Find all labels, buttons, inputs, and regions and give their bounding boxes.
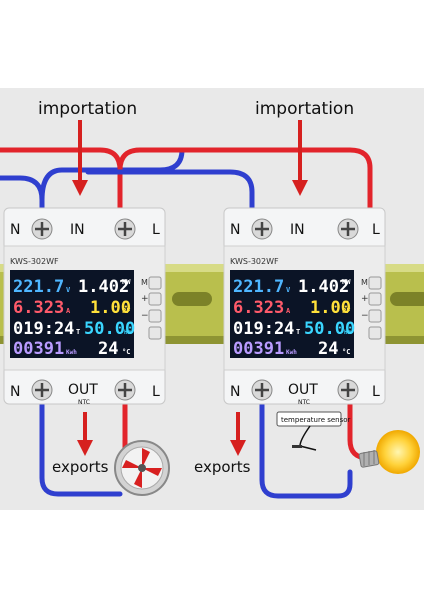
screw-icon: [114, 379, 136, 401]
voltage-value: 221.7: [13, 277, 64, 297]
power-button[interactable]: [148, 326, 162, 340]
power-unit: KW: [342, 278, 351, 286]
temp-value: 24: [318, 339, 338, 359]
freq-value: 50.00: [304, 319, 355, 339]
terminal-n-in: N: [10, 222, 20, 238]
screw-icon: [31, 218, 53, 240]
meter-right: N IN L KWS-302WF 221.7 V 1.402 KW 6.323 …: [223, 207, 386, 406]
terminal-n-in: N: [230, 222, 240, 238]
minus-button[interactable]: [148, 309, 162, 323]
terminal-l-in: L: [152, 222, 160, 238]
current-value: 6.323: [13, 298, 64, 318]
temperature-sensor: temperature sensor: [276, 411, 351, 451]
model-label: KWS-302WF: [230, 257, 279, 266]
screw-icon: [251, 218, 273, 240]
button-plus-label: +: [361, 294, 369, 304]
screw-icon: [114, 218, 136, 240]
button-m-label: M: [141, 278, 148, 287]
terminal-in-label: IN: [290, 222, 305, 238]
power-unit: KW: [122, 278, 131, 286]
ntc-label: NTC: [298, 399, 310, 406]
temp-unit: °C: [122, 348, 130, 356]
importation-label-left: importation: [38, 99, 137, 119]
importation-label-right: importation: [255, 99, 354, 119]
plus-button[interactable]: [148, 292, 162, 306]
model-label: KWS-302WF: [10, 257, 59, 266]
screw-icon: [337, 218, 359, 240]
input-wires: [0, 147, 373, 215]
ntc-label: NTC: [78, 399, 90, 406]
button-minus-label: −: [361, 311, 369, 321]
energy-unit: Kwh: [66, 349, 77, 356]
screw-icon: [31, 379, 53, 401]
meter-left: N IN L KWS-302WF 221.7 V 1.402 KW 6.323 …: [3, 207, 166, 406]
terminal-out-label: OUT: [288, 382, 318, 398]
power-button[interactable]: [368, 326, 382, 340]
time-value: 019:24: [233, 319, 294, 339]
side-buttons: M + −: [361, 276, 382, 340]
fan-icon: [114, 440, 170, 496]
mode-button[interactable]: [368, 276, 382, 290]
terminal-n-out: N: [10, 384, 20, 400]
current-unit: A: [66, 307, 71, 315]
sensor-label: temperature sensor: [281, 416, 351, 424]
energy-unit: Kwh: [286, 349, 297, 356]
voltage-unit: V: [286, 286, 291, 294]
temp-unit: °C: [342, 348, 350, 356]
terminal-n-out: N: [230, 384, 240, 400]
pf-value: 1.00: [90, 298, 131, 318]
side-buttons: M + −: [141, 276, 162, 340]
button-m-label: M: [361, 278, 368, 287]
mode-button[interactable]: [148, 276, 162, 290]
arrows: [72, 120, 308, 456]
energy-value: 00391: [13, 339, 64, 359]
freq-unit: Hz: [124, 329, 132, 336]
terminal-out-label: OUT: [68, 382, 98, 398]
screw-icon: [337, 379, 359, 401]
button-minus-label: −: [141, 311, 149, 321]
freq-unit: Hz: [344, 329, 352, 336]
terminal-in-label: IN: [70, 222, 85, 238]
terminal-l-out: L: [372, 384, 380, 400]
lcd-screen: [10, 270, 134, 358]
time-unit: T: [296, 328, 300, 336]
exports-label-left: exports: [52, 458, 109, 476]
voltage-unit: V: [66, 286, 71, 294]
pf-value: 1.00: [310, 298, 351, 318]
power-value: 1.402: [298, 277, 349, 297]
button-plus-label: +: [141, 294, 149, 304]
time-unit: T: [76, 328, 80, 336]
time-value: 019:24: [13, 319, 74, 339]
exports-label-right: exports: [194, 458, 251, 476]
current-unit: A: [286, 307, 291, 315]
light-bulb-icon: [358, 430, 420, 474]
freq-value: 50.00: [84, 319, 135, 339]
lcd-screen: [230, 270, 354, 358]
screw-icon: [251, 379, 273, 401]
current-value: 6.323: [233, 298, 284, 318]
terminal-l-out: L: [152, 384, 160, 400]
pf-unit: PF: [122, 307, 130, 315]
minus-button[interactable]: [368, 309, 382, 323]
energy-value: 00391: [233, 339, 284, 359]
power-value: 1.402: [78, 277, 129, 297]
voltage-value: 221.7: [233, 277, 284, 297]
temp-value: 24: [98, 339, 118, 359]
terminal-l-in: L: [372, 222, 380, 238]
pf-unit: PF: [342, 307, 350, 315]
plus-button[interactable]: [368, 292, 382, 306]
